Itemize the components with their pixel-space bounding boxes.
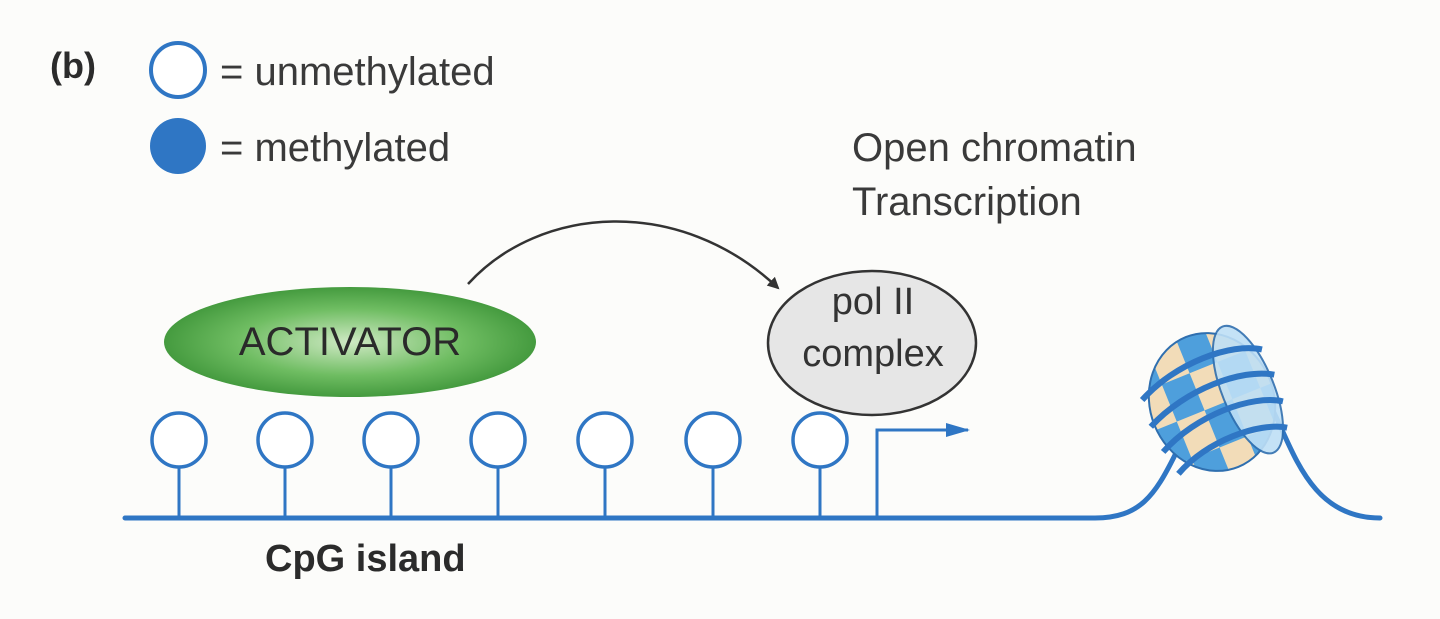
pol-ii-label-line1: pol II — [831, 281, 915, 323]
nucleosome-icon — [1128, 313, 1296, 491]
cpg-site-6 — [684, 411, 742, 518]
legend-methylated-icon — [150, 118, 206, 174]
cpg-site-5 — [576, 411, 634, 518]
legend-methylated-label: = methylated — [220, 126, 451, 170]
panel-label: (b) — [50, 45, 96, 86]
activator-label: ACTIVATOR — [238, 320, 462, 364]
cpg-island-label: CpG island — [265, 538, 466, 580]
cpg-site-7 — [791, 411, 849, 518]
activation-arrow-icon — [467, 220, 780, 290]
tss-arrow-icon — [875, 423, 970, 518]
pol-ii-label-line2: complex — [802, 333, 944, 375]
pol-ii-complex-shape — [766, 269, 978, 417]
chromatin-state-label: Open chromatin — [852, 126, 1137, 170]
legend-unmethylated-icon — [149, 41, 207, 99]
activator-shape — [164, 287, 536, 397]
legend-unmethylated-label: = unmethylated — [220, 50, 495, 94]
cpg-site-1 — [150, 411, 208, 518]
cpg-site-2 — [256, 411, 314, 518]
cpg-site-3 — [362, 411, 420, 518]
transcription-state-label: Transcription — [852, 180, 1082, 224]
cpg-site-4 — [469, 411, 527, 518]
